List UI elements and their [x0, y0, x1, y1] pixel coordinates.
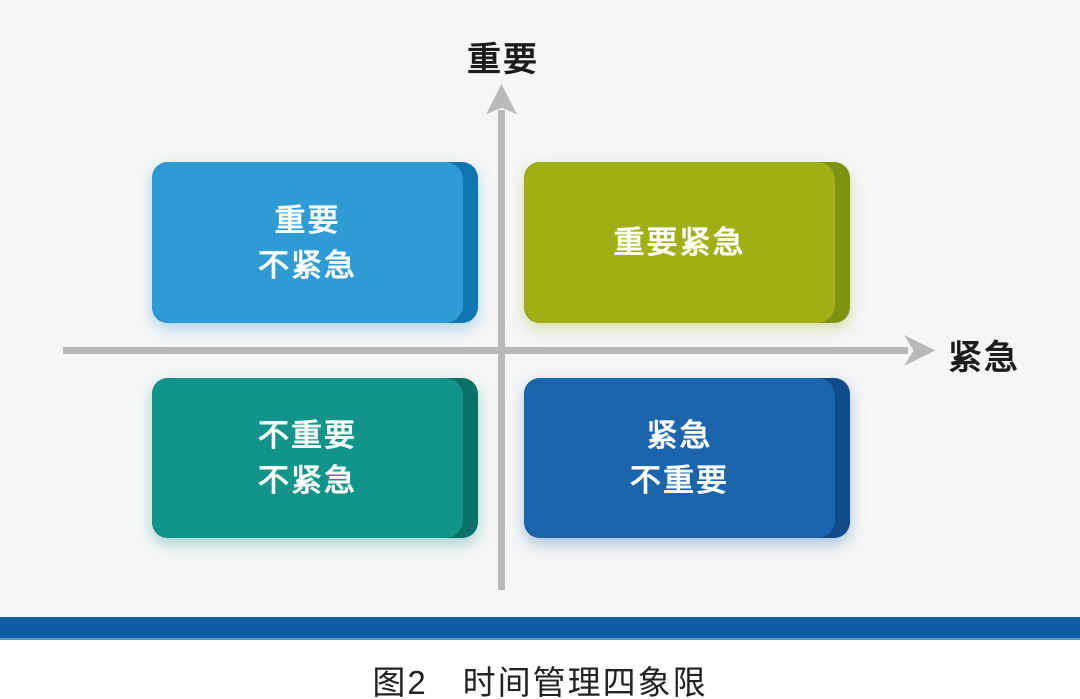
quadrant-face: 紧急 不重要 — [524, 378, 835, 538]
x-axis-label: 紧急 — [948, 339, 1020, 377]
quadrant-not-important-not-urgent: 不重要 不紧急 — [152, 378, 478, 538]
quadrant-face: 重要 不紧急 — [152, 162, 463, 323]
right-arrow-icon — [904, 335, 936, 366]
quadrant-face: 重要紧急 — [524, 162, 835, 323]
quadrant-important-urgent: 重要紧急 — [524, 162, 850, 323]
y-axis-label: 重要 — [467, 41, 539, 79]
quadrant-label-line: 不紧急 — [258, 463, 357, 498]
lower-background — [0, 640, 1080, 699]
x-axis-line — [63, 347, 908, 354]
quadrant-label-line: 不重要 — [630, 463, 729, 498]
quadrant-label-line: 重要 — [274, 202, 341, 238]
quadrant-label-line: 紧急 — [646, 418, 713, 453]
quadrant-urgent-not-important: 紧急 不重要 — [524, 378, 850, 538]
quadrant-label-line: 不重要 — [258, 418, 357, 453]
quadrant-important-not-urgent: 重要 不紧急 — [152, 162, 478, 323]
figure-caption: 图2 时间管理四象限 — [372, 664, 708, 699]
quadrant-face: 不重要 不紧急 — [152, 378, 463, 538]
quadrant-label-line: 不紧急 — [258, 247, 357, 283]
quadrant-label-line: 重要紧急 — [613, 225, 746, 260]
footer-bar — [0, 617, 1080, 640]
